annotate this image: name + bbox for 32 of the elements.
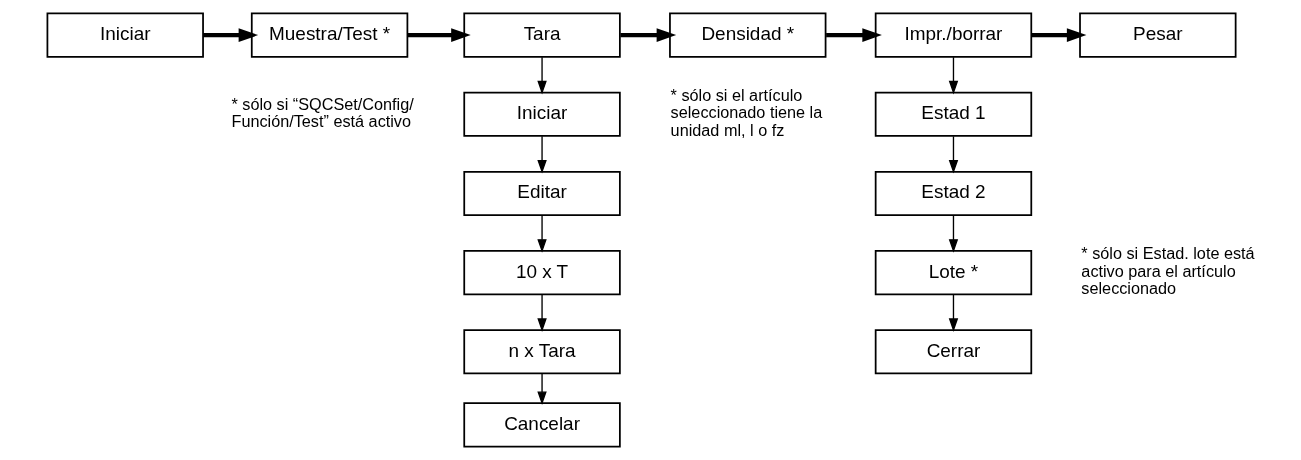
node-box: Estad 2	[874, 170, 1032, 216]
node-box: Tara	[462, 12, 621, 58]
node-box: Iniciar	[46, 12, 204, 58]
node-box: Pesar	[1078, 12, 1237, 58]
arrow	[536, 214, 547, 253]
node-box: Lote *	[874, 250, 1032, 296]
arrow	[536, 135, 547, 174]
arrow	[202, 28, 258, 42]
node-box: Cancelar	[462, 402, 621, 448]
arrow	[619, 28, 676, 42]
arrow	[948, 56, 958, 95]
arrow	[407, 28, 471, 42]
node-box: Densidad *	[668, 12, 826, 58]
node-box: Cerrar	[874, 329, 1032, 375]
arrow	[1030, 28, 1086, 42]
node-label: * sólo si el artículo seleccionado tiene la unidad ml, l o fz	[670, 85, 822, 140]
node-box: Impr./borrar	[874, 12, 1032, 58]
node-label: * sólo si Estad. lote está activo para el artículo seleccionado	[1080, 244, 1255, 298]
arrow	[825, 28, 882, 42]
arrow	[948, 294, 958, 332]
arrow	[536, 373, 547, 405]
node-box: n x Tara	[462, 329, 621, 375]
node-box: Estad 1	[874, 91, 1032, 137]
arrow	[536, 56, 547, 95]
node-box: 10 x T	[462, 250, 621, 296]
arrow	[948, 135, 958, 174]
node-box: Muestra/Test *	[250, 12, 408, 58]
node-box: Iniciar	[462, 91, 621, 137]
node-label: * sólo si “SQCSet/Config/ Función/Test” está activo	[230, 94, 414, 131]
node-box: Editar	[462, 170, 621, 216]
arrow	[948, 214, 958, 253]
arrow	[536, 294, 547, 332]
